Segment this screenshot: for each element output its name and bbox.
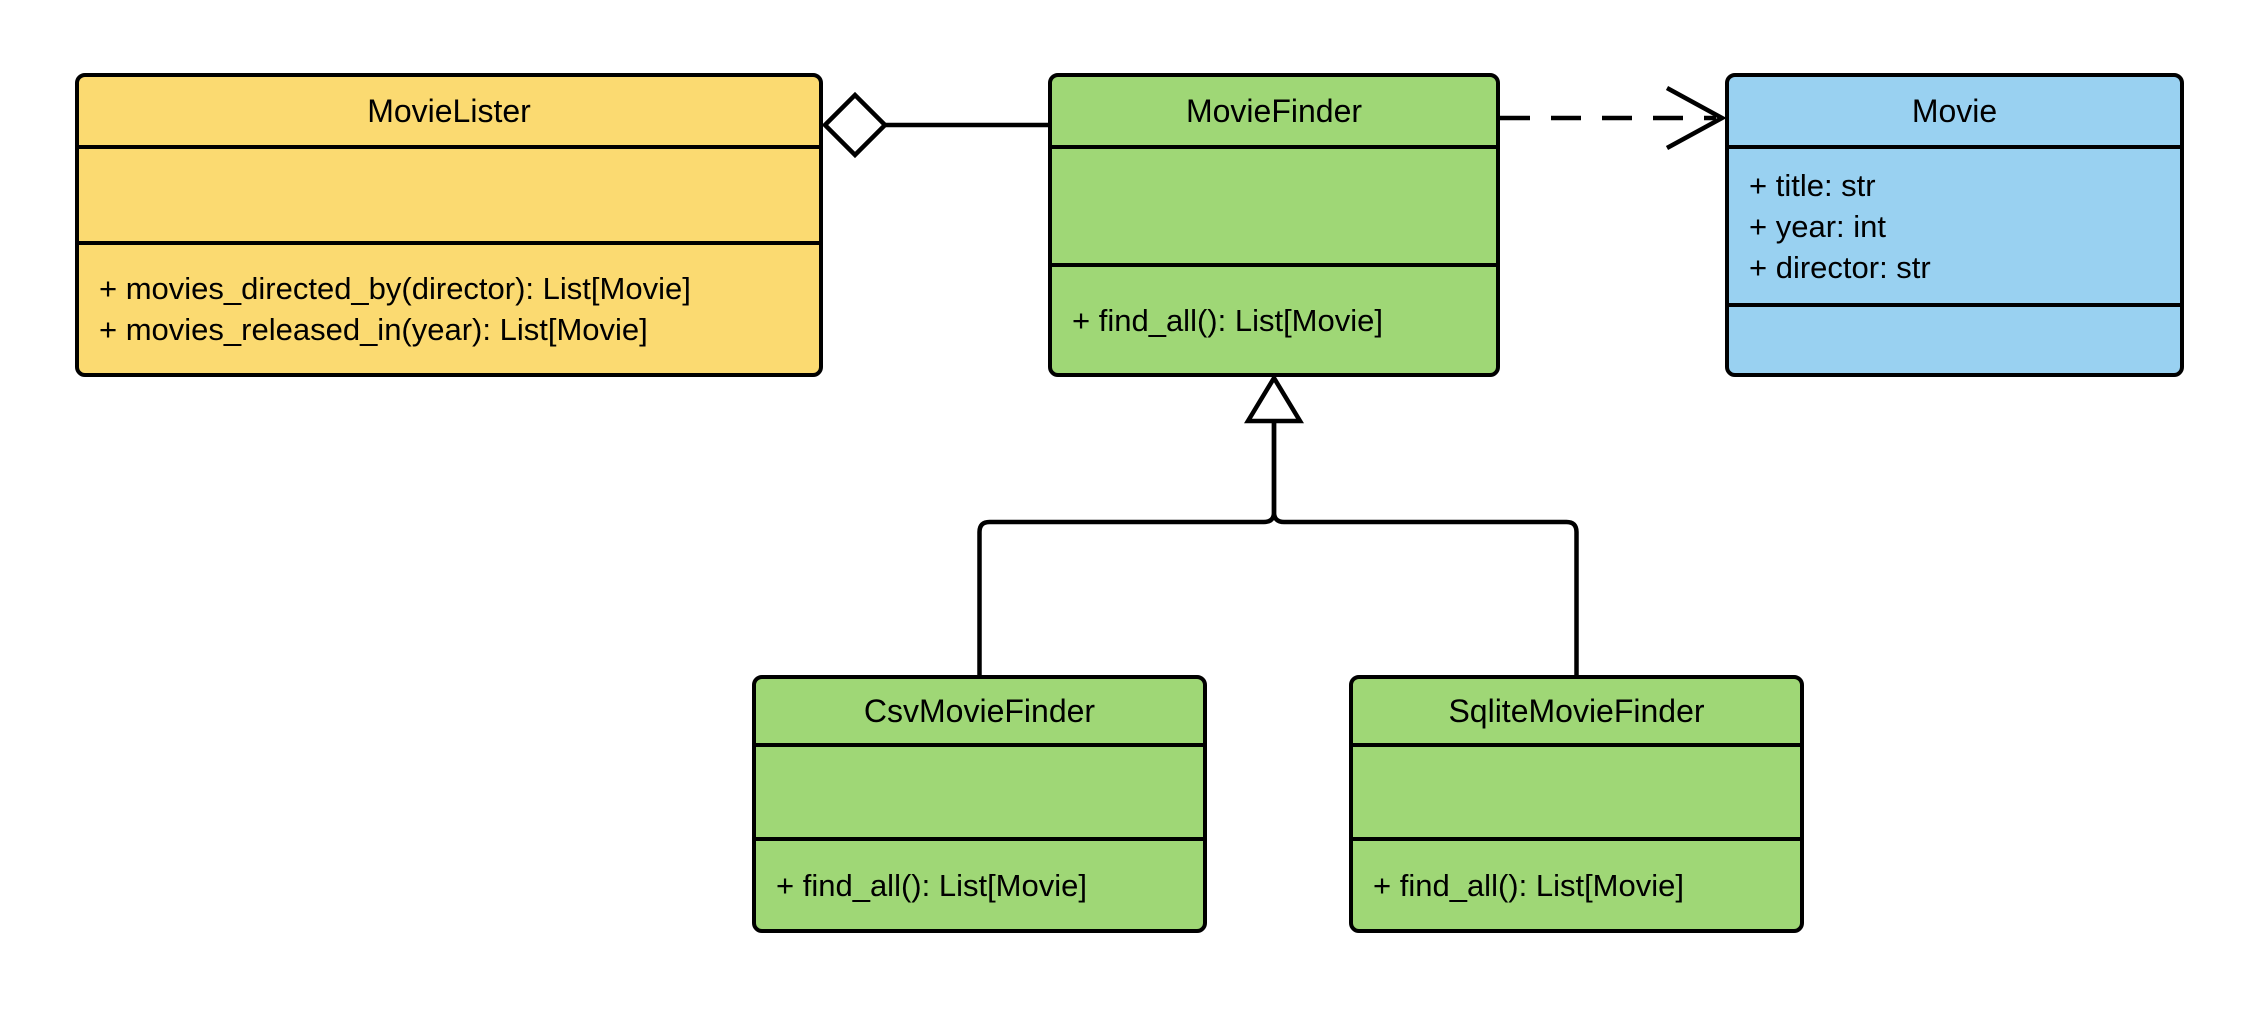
attribute-label: + year: int <box>1749 208 1886 244</box>
method-label: + find_all(): List[Movie] <box>776 867 1087 903</box>
inheritance-connector[interactable] <box>977 373 1579 675</box>
methods-section: + find_all(): List[Movie] <box>1353 837 1800 929</box>
class-name: Movie <box>1911 93 1998 129</box>
attributes-section <box>1052 145 1496 263</box>
method-label: + find_all(): List[Movie] <box>1373 867 1684 903</box>
attribute-label: + title: str <box>1749 167 1876 203</box>
attributes-section <box>79 145 819 241</box>
method-label: + find_all(): List[Movie] <box>1072 302 1383 338</box>
dependency-arrowhead-icon <box>1665 86 1727 150</box>
class-name: CsvMovieFinder <box>863 693 1096 729</box>
methods-section: + movies_directed_by(director): List[Mov… <box>79 241 819 373</box>
inheritance-branch-right <box>1271 423 1579 675</box>
attributes-section: + title: str + year: int + director: str <box>1729 145 2180 303</box>
class-box-movielister[interactable]: MovieLister + movies_directed_by(directo… <box>75 73 823 377</box>
class-name: MovieLister <box>367 93 531 129</box>
attribute-label: + director: str <box>1749 249 1931 285</box>
dependency-connector[interactable] <box>1500 86 1727 150</box>
method-label: + movies_released_in(year): List[Movie] <box>99 312 648 347</box>
attributes-section <box>1353 743 1800 837</box>
methods-section: + find_all(): List[Movie] <box>1052 263 1496 373</box>
method-label: + movies_directed_by(director): List[Mov… <box>99 271 691 306</box>
inheritance-triangle-icon <box>1244 373 1304 424</box>
class-box-sqlitemoviefinder[interactable]: SqliteMovieFinder + find_all(): List[Mov… <box>1349 675 1804 933</box>
class-name: SqliteMovieFinder <box>1448 693 1705 729</box>
attributes-section <box>756 743 1203 837</box>
class-box-movie[interactable]: Movie + title: str + year: int + directo… <box>1725 73 2184 377</box>
aggregation-connector[interactable] <box>821 91 1048 159</box>
methods-section <box>1729 303 2180 373</box>
aggregation-diamond-icon <box>821 91 889 159</box>
class-box-csvmoviefinder[interactable]: CsvMovieFinder + find_all(): List[Movie] <box>752 675 1207 933</box>
class-name: MovieFinder <box>1185 93 1363 129</box>
class-box-moviefinder[interactable]: MovieFinder + find_all(): List[Movie] <box>1048 73 1500 377</box>
inheritance-branch-left <box>977 423 1277 675</box>
methods-section: + find_all(): List[Movie] <box>756 837 1203 929</box>
